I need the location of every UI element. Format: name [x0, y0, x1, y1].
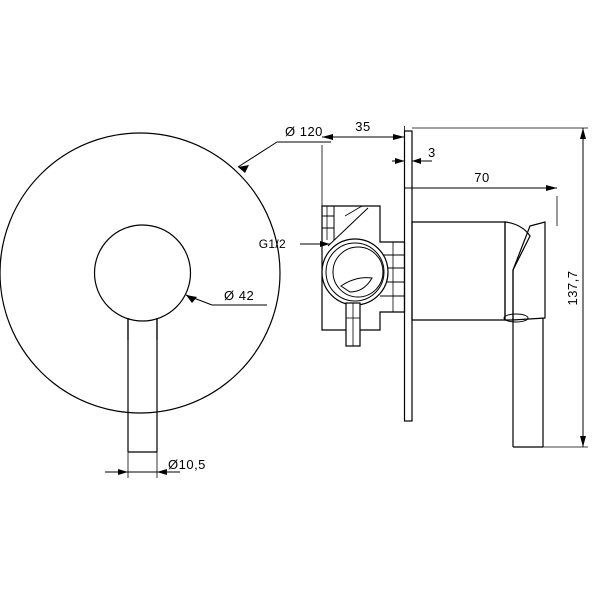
dim-dia-42: Ø 42 — [185, 288, 267, 306]
handle-barrel — [411, 221, 546, 321]
dia-42-arrowhead — [186, 295, 197, 303]
dim-label-g12: G1/2 — [259, 237, 286, 251]
len-1377-arrow-top — [580, 128, 586, 139]
valve-lower-pin — [345, 302, 361, 347]
dia-120-leader-line — [237, 141, 278, 168]
lever-boss — [503, 313, 529, 323]
dim-label-dia-42: Ø 42 — [224, 288, 254, 303]
len-1377-arrow-bottom — [580, 436, 586, 447]
dim-len-35: 35 — [321, 119, 405, 206]
dim-label-70: 70 — [474, 170, 489, 185]
valve-body — [321, 205, 406, 331]
len-35-arrow-right — [393, 134, 405, 140]
dim-dia-10-5: Ø10,5 — [105, 452, 206, 478]
dim-dia-120: Ø 120 — [237, 124, 331, 173]
g12-arrowhead — [320, 241, 330, 247]
dia-105-arrow-right — [157, 469, 167, 475]
dim-len-137-7: 137,7 — [412, 127, 588, 448]
front-view-group — [0, 132, 281, 453]
dim-len-70: 70 — [405, 170, 558, 226]
dia-120-arrowhead — [238, 165, 249, 173]
dim-label-dia-10-5: Ø10,5 — [168, 457, 206, 472]
dim-label-dia-120: Ø 120 — [285, 124, 323, 139]
valve-cartridge-circles — [321, 238, 389, 306]
wall-plate — [403, 130, 413, 422]
len-3-arrow-right — [412, 158, 421, 164]
len-35-arrow-left — [322, 134, 333, 140]
dim-label-3: 3 — [428, 145, 436, 160]
faceplate-outer-circle — [0, 132, 281, 414]
dim-label-137-7: 137,7 — [565, 270, 580, 305]
handle-cap-circle — [93, 224, 192, 322]
dim-thread-g12: G1/2 — [259, 237, 330, 251]
side-view-group: G1/2 — [259, 130, 546, 448]
dia-105-arrow-left — [118, 469, 128, 475]
dim-len-3: 3 — [392, 145, 436, 164]
lever-stem — [127, 318, 158, 453]
dim-label-35: 35 — [355, 119, 370, 134]
lever-arm-side — [512, 318, 544, 448]
len-3-arrow-left — [395, 158, 405, 164]
len-70-arrow-right — [546, 185, 557, 191]
